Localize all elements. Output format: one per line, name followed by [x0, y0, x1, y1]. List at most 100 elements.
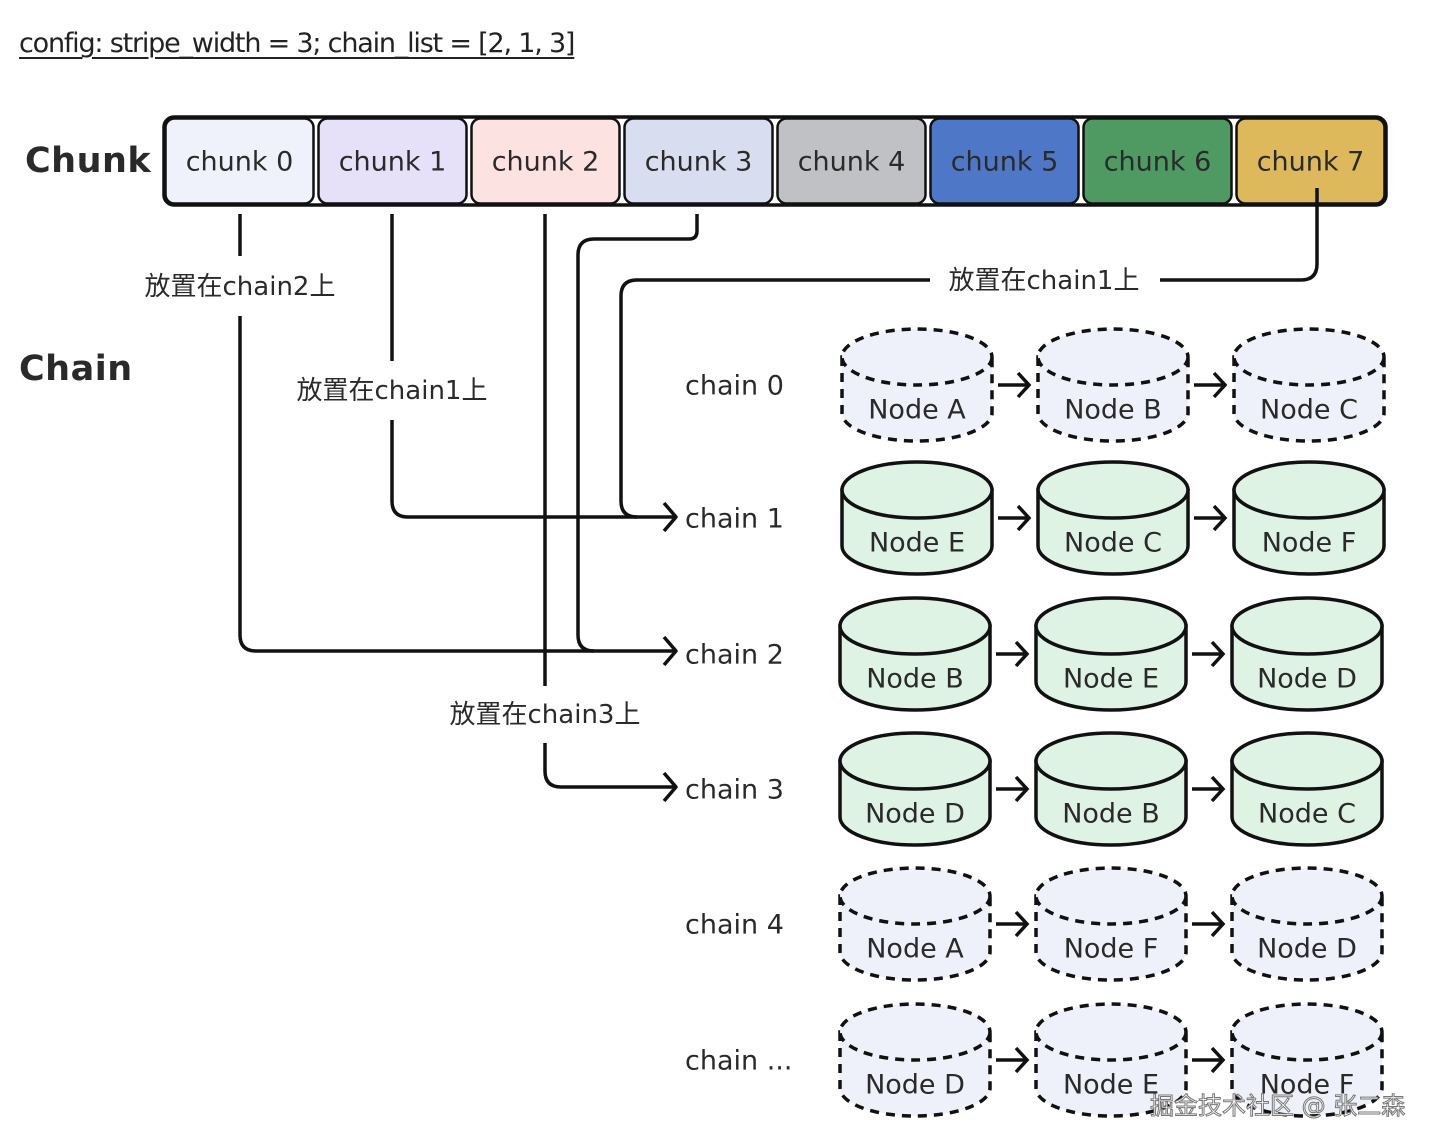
node-top — [1230, 1002, 1384, 1062]
node-label: Node B — [1062, 799, 1160, 830]
chain-label: chain 3 — [685, 775, 784, 806]
node-label: Node A — [868, 395, 966, 426]
chain-row: chain 2 Node B Node E Node D — [685, 596, 1384, 712]
node-top — [1036, 460, 1190, 520]
node-cylinder: Node D — [1230, 866, 1384, 982]
arrow-head — [1016, 371, 1032, 399]
node-label: Node D — [1257, 934, 1357, 965]
node-top — [1034, 866, 1188, 926]
chunk-label: chunk 2 — [492, 147, 600, 178]
arrow-head — [1014, 1046, 1030, 1074]
chunk-cell: chunk 1 — [317, 117, 468, 205]
node-top — [1034, 731, 1188, 791]
node-label: Node F — [1262, 528, 1357, 559]
placement-label: 放置在chain1上 — [949, 266, 1140, 296]
chain-arrow — [996, 1046, 1030, 1074]
chain-arrow — [1192, 910, 1226, 938]
arrow-head — [1210, 910, 1226, 938]
chunk-cell-box — [317, 117, 468, 205]
watermark: 掘金技术社区 @ 张二森 — [1149, 1092, 1406, 1121]
chain-arrow — [1194, 504, 1228, 532]
chain-arrow — [1192, 640, 1226, 668]
link-arrowhead — [662, 771, 678, 803]
node-cylinder: Node D — [838, 731, 992, 847]
arrow-head — [1014, 640, 1030, 668]
node-label: Node F — [1260, 1070, 1355, 1101]
node-top — [1034, 1002, 1188, 1062]
arrow-head — [1210, 775, 1226, 803]
placement-label: 放置在chain1上 — [297, 376, 488, 406]
node-cylinder: Node C — [1036, 460, 1190, 576]
node-label: Node A — [866, 934, 964, 965]
chunk-cell: chunk 0 — [164, 117, 315, 205]
chunk-label: chunk 5 — [951, 147, 1059, 178]
node-cylinder: Node D — [838, 1002, 992, 1118]
chain-arrow — [996, 775, 1030, 803]
link-chunk7-top — [1160, 188, 1319, 282]
placement-label: 放置在chain3上 — [450, 700, 641, 730]
node-label: Node D — [1257, 664, 1357, 695]
config-caption: config: stripe_width = 3; chain_list = [… — [19, 28, 575, 59]
node-label: Node E — [1063, 664, 1159, 695]
chunk-cell: chunk 6 — [1082, 117, 1233, 205]
chunk-label: chunk 4 — [798, 147, 906, 178]
chunk-label: chunk 6 — [1104, 147, 1212, 178]
node-top — [838, 596, 992, 656]
chain-arrow — [998, 504, 1032, 532]
node-label: Node C — [1064, 528, 1162, 559]
node-top — [1232, 327, 1386, 387]
node-cylinder: Node A — [838, 866, 992, 982]
chain-arrow — [998, 371, 1032, 399]
node-label: Node D — [865, 799, 965, 830]
node-label: Node C — [1260, 395, 1358, 426]
chain-arrow — [1194, 371, 1228, 399]
chunk-section-label: Chunk — [25, 141, 152, 181]
chunk-cell-box — [1235, 117, 1386, 205]
node-cylinder: Node B — [1034, 731, 1188, 847]
chain-label: chain 4 — [685, 910, 784, 941]
chunk-cell: chunk 3 — [623, 117, 774, 205]
chunk-cell: chunk 2 — [470, 117, 621, 205]
chain-arrow — [996, 910, 1030, 938]
chain-label: chain 1 — [685, 504, 784, 535]
chunk-label: chunk 0 — [186, 147, 294, 178]
chunk-label: chunk 1 — [339, 147, 447, 178]
node-label: Node F — [1064, 934, 1159, 965]
arrow-head — [1210, 640, 1226, 668]
node-label: Node C — [1258, 799, 1356, 830]
node-top — [840, 327, 994, 387]
node-cylinder: Node E — [1034, 1002, 1188, 1118]
chunk-cell-box — [623, 117, 774, 205]
link-arrowhead — [662, 501, 678, 533]
node-label: Node D — [865, 1070, 965, 1101]
arrow-head — [1016, 504, 1032, 532]
arrow-head — [1014, 910, 1030, 938]
node-top — [838, 731, 992, 791]
node-cylinder: Node B — [838, 596, 992, 712]
node-label: Node E — [1063, 1070, 1159, 1101]
chain-label: chain 2 — [685, 640, 784, 671]
chain-arrow — [1192, 775, 1226, 803]
link-chunk1-chain1 — [390, 420, 676, 519]
chain-label: chain ... — [685, 1046, 792, 1077]
chunk-cell: chunk 5 — [929, 117, 1080, 205]
placement-label: 放置在chain2上 — [145, 272, 336, 302]
node-cylinder: Node F — [1230, 1002, 1384, 1118]
chunk-label: chunk 3 — [645, 147, 753, 178]
chain-row: chain 3 Node D Node B Node C — [685, 731, 1384, 847]
arrow-head — [1212, 504, 1228, 532]
node-top — [1036, 327, 1190, 387]
chain-section-label: Chain — [19, 349, 133, 389]
node-top — [838, 866, 992, 926]
chunk-cell-box — [164, 117, 315, 205]
chunk-bar: chunk 0 chunk 1 chunk 2 chunk 3 chunk 4 chunk… — [162, 115, 1388, 207]
node-top — [1232, 460, 1386, 520]
chunk-cell-box — [776, 117, 927, 205]
chunk-cell: chunk 7 — [1235, 117, 1386, 205]
node-top — [840, 460, 994, 520]
